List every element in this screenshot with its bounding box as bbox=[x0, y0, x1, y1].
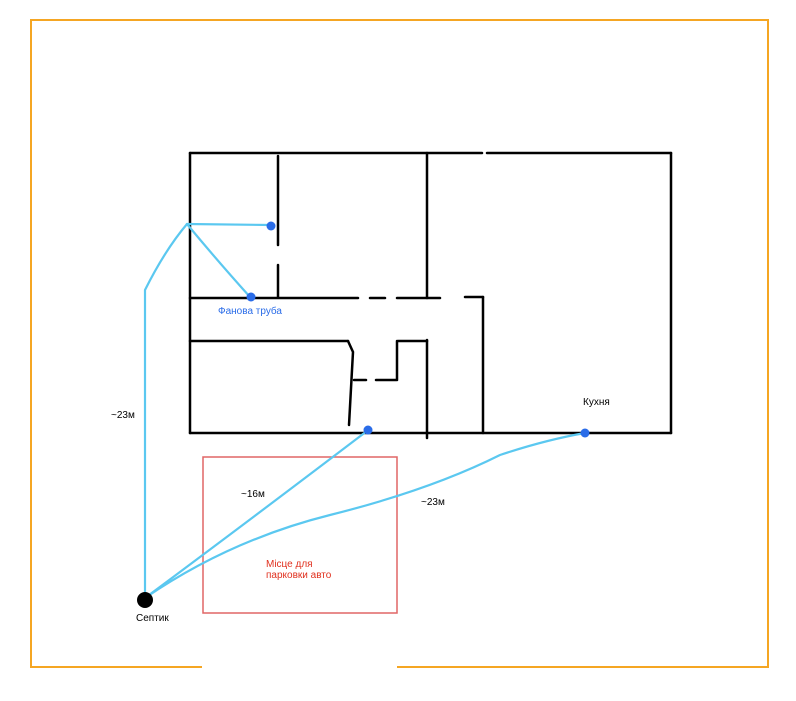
pipe-to-upper-room bbox=[185, 222, 273, 227]
pipe-point-fan-pipe bbox=[246, 292, 256, 302]
plot-boundary bbox=[30, 19, 769, 668]
distance-label-right: ~23м bbox=[421, 497, 445, 508]
pipe-to-bathroom bbox=[143, 429, 369, 600]
pipe-point-kitchen bbox=[580, 428, 590, 438]
septic-label: Септик bbox=[136, 613, 169, 624]
house-walls bbox=[188, 151, 673, 440]
parking-label-line2: парковки авто bbox=[266, 570, 332, 581]
pipe-points bbox=[246, 221, 590, 438]
parking-zone bbox=[202, 456, 398, 614]
parking-label-line1: Місце для bbox=[266, 559, 313, 570]
pipe-to-fan-pipe bbox=[185, 222, 252, 299]
kitchen-label: Кухня bbox=[583, 397, 610, 408]
pipes bbox=[143, 222, 587, 600]
distance-label-left: ~23м bbox=[111, 410, 135, 421]
pipe-to-kitchen bbox=[143, 431, 587, 600]
pipe-main-vertical bbox=[143, 222, 189, 600]
fan-pipe-label: Фанова труба bbox=[218, 305, 282, 317]
pipe-point-upper-room bbox=[266, 221, 276, 231]
septic-tank bbox=[137, 592, 153, 608]
distance-label-middle: ~16м bbox=[241, 489, 265, 500]
pipe-point-bathroom bbox=[363, 425, 373, 435]
